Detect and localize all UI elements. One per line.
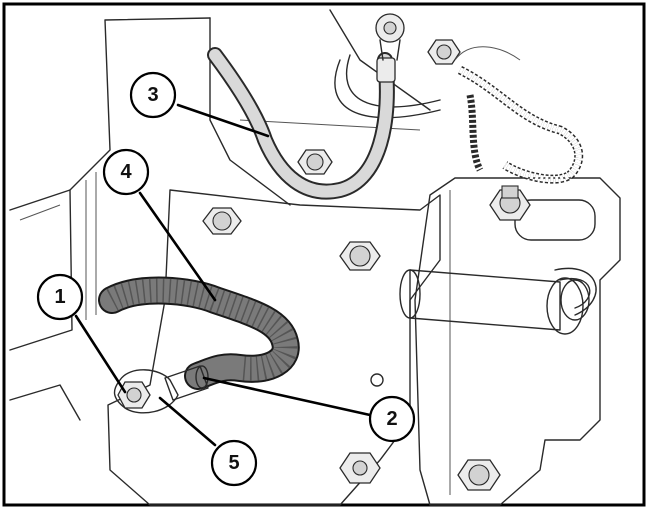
plate-bolt-bottom (339, 452, 381, 484)
callout-3: 3 (129, 71, 177, 119)
terminal-barrel-item-2 (164, 365, 209, 401)
leader-line-4 (138, 191, 217, 302)
callout-4: 4 (102, 148, 150, 196)
cable-item-3 (207, 13, 405, 200)
ring-terminal-item-5 (113, 369, 179, 414)
wiring-harness (334, 46, 584, 184)
top-terminal-nut (427, 39, 461, 65)
callout-5: 5 (210, 439, 258, 487)
leader-line-1 (74, 314, 127, 394)
bracket-stud-top (489, 185, 531, 221)
plate-hole (370, 373, 384, 387)
callout-label-3: 3 (147, 84, 158, 106)
plate-stud-top (297, 149, 333, 175)
callout-label-2: 2 (386, 408, 397, 430)
leader-line-2 (202, 376, 372, 417)
pivot-pin (399, 267, 597, 335)
bracket-stud-bottom (457, 459, 501, 491)
leader-line-5 (158, 396, 217, 447)
callout-2: 2 (368, 395, 416, 443)
callout-label-1: 1 (54, 286, 65, 308)
plate-stud-left (202, 207, 242, 235)
left-housing (9, 17, 211, 421)
bolt-item-1 (117, 381, 151, 409)
plate-stud-center (339, 241, 381, 271)
callout-label-5: 5 (228, 452, 239, 474)
ground-strap-item-4 (98, 276, 300, 390)
callout-label-4: 4 (120, 161, 132, 183)
leader-line-3 (176, 103, 270, 138)
callout-1: 1 (36, 273, 84, 321)
